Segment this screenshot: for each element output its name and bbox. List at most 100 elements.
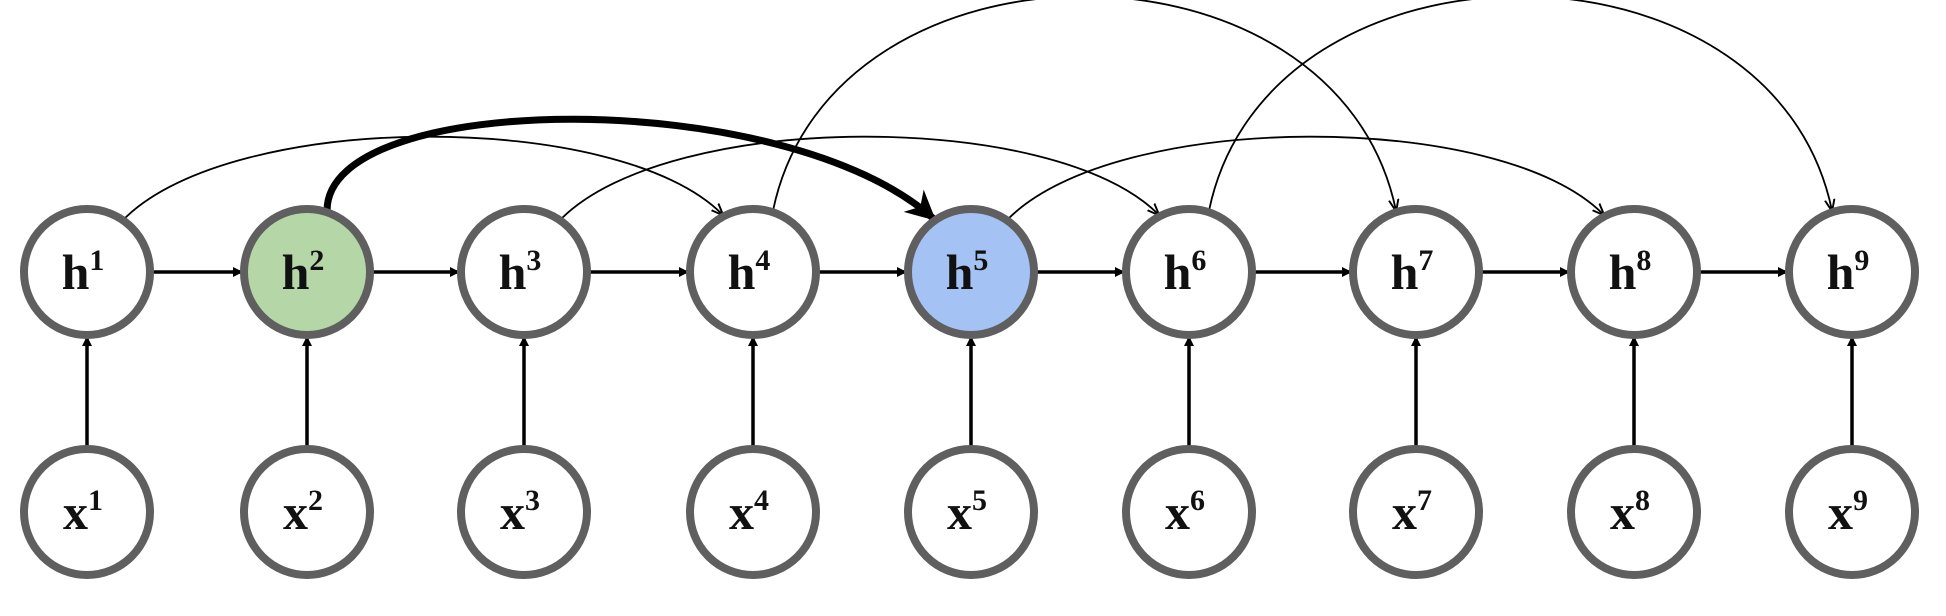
input-node-x5: x5 — [904, 445, 1038, 579]
label-superscript: 6 — [1190, 484, 1205, 517]
hidden-node-label: h4 — [728, 244, 771, 300]
label-base: h — [728, 244, 756, 300]
label-superscript: 1 — [88, 484, 103, 517]
label-base: x — [1165, 484, 1190, 540]
label-superscript: 2 — [308, 484, 323, 517]
input-node-x4: x4 — [686, 445, 820, 579]
hidden-node-circle — [240, 205, 374, 339]
hidden-node-label: h6 — [1164, 244, 1207, 300]
emphasized-skip-edge-h2-to-h5 — [323, 115, 937, 222]
hidden-node-circle — [1349, 205, 1483, 339]
label-superscript: 7 — [1418, 244, 1433, 277]
label-superscript: 3 — [525, 484, 540, 517]
hidden-node-circle — [20, 205, 154, 339]
input-node-x1: x1 — [20, 445, 154, 579]
label-base: h — [1609, 244, 1637, 300]
hidden-node-h6: h6 — [1122, 205, 1256, 339]
hidden-node-label: h7 — [1391, 244, 1434, 300]
label-base: h — [1827, 244, 1855, 300]
label-superscript: 7 — [1417, 484, 1432, 517]
input-node-circle — [1349, 445, 1483, 579]
input-node-circle — [457, 445, 591, 579]
label-base: x — [729, 484, 754, 540]
hidden-node-circle — [1567, 205, 1701, 339]
label-superscript: 2 — [309, 244, 324, 277]
label-base: x — [947, 484, 972, 540]
input-node-circle — [1567, 445, 1701, 579]
label-base: h — [282, 244, 310, 300]
label-base: h — [946, 244, 974, 300]
label-superscript: 3 — [526, 244, 541, 277]
input-node-circle — [1122, 445, 1256, 579]
input-node-x6: x6 — [1122, 445, 1256, 579]
input-node-label: x5 — [947, 484, 987, 540]
hidden-node-label: h9 — [1827, 244, 1870, 300]
hidden-node-h3: h3 — [457, 205, 591, 339]
label-superscript: 8 — [1635, 484, 1650, 517]
skip-edge-h4-to-h7 — [772, 0, 1396, 210]
label-base: h — [1164, 244, 1192, 300]
label-superscript: 5 — [972, 484, 987, 517]
hidden-node-label: h1 — [62, 244, 105, 300]
hidden-node-label: h3 — [499, 244, 542, 300]
label-superscript: 4 — [754, 484, 769, 517]
hidden-node-h2: h2 — [240, 205, 374, 339]
hidden-node-circle — [1122, 205, 1256, 339]
label-base: x — [283, 484, 308, 540]
input-node-circle — [20, 445, 154, 579]
hidden-node-h1: h1 — [20, 205, 154, 339]
hidden-node-h4: h4 — [686, 205, 820, 339]
input-node-x9: x9 — [1785, 445, 1919, 579]
label-base: x — [63, 484, 88, 540]
hidden-node-label: h2 — [282, 244, 325, 300]
hidden-node-label: h5 — [946, 244, 989, 300]
input-node-label: x4 — [729, 484, 769, 540]
hidden-node-circle — [1785, 205, 1919, 339]
input-node-label: x3 — [500, 484, 540, 540]
label-base: h — [62, 244, 90, 300]
input-node-label: x1 — [63, 484, 103, 540]
sequential-connections — [82, 267, 1857, 446]
hidden-node-circle — [904, 205, 1038, 339]
input-node-x7: x7 — [1349, 445, 1483, 579]
label-base: x — [1392, 484, 1417, 540]
hidden-node-h9: h9 — [1785, 205, 1919, 339]
label-base: h — [499, 244, 527, 300]
hidden-node-circle — [686, 205, 820, 339]
hidden-node-h8: h8 — [1567, 205, 1701, 339]
label-base: h — [1391, 244, 1419, 300]
label-superscript: 6 — [1191, 244, 1206, 277]
label-superscript: 9 — [1854, 244, 1869, 277]
hidden-node-h7: h7 — [1349, 205, 1483, 339]
input-node-label: x2 — [283, 484, 323, 540]
input-node-circle — [686, 445, 820, 579]
input-node-circle — [240, 445, 374, 579]
input-node-circle — [1785, 445, 1919, 579]
hidden-node-circle — [457, 205, 591, 339]
label-base: x — [500, 484, 525, 540]
skip-edge-h5-to-h8 — [1007, 135, 1603, 220]
label-superscript: 4 — [755, 244, 770, 277]
input-node-x3: x3 — [457, 445, 591, 579]
label-superscript: 1 — [89, 244, 104, 277]
label-superscript: 5 — [973, 244, 988, 277]
skip-edge-h1-to-h4 — [123, 135, 722, 220]
label-base: x — [1610, 484, 1635, 540]
skip-edge-h3-to-h6 — [560, 135, 1158, 220]
input-node-circle — [904, 445, 1038, 579]
input-node-label: x8 — [1610, 484, 1650, 540]
hidden-node-h5: h5 — [904, 205, 1038, 339]
input-node-x2: x2 — [240, 445, 374, 579]
skip-edge-h6-to-h9 — [1208, 0, 1832, 210]
label-superscript: 8 — [1636, 244, 1651, 277]
input-node-x8: x8 — [1567, 445, 1701, 579]
label-superscript: 9 — [1853, 484, 1868, 517]
input-node-label: x6 — [1165, 484, 1205, 540]
input-node-label: x9 — [1828, 484, 1868, 540]
hidden-node-label: h8 — [1609, 244, 1652, 300]
skip-connections — [123, 0, 1832, 222]
input-node-label: x7 — [1392, 484, 1432, 540]
label-base: x — [1828, 484, 1853, 540]
